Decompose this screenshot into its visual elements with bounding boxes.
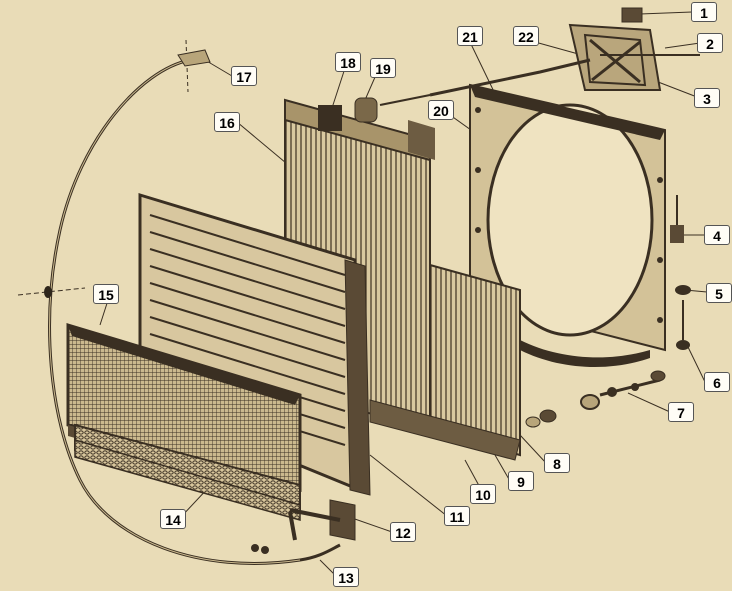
callout-11: 11	[444, 506, 470, 526]
callout-19: 19	[370, 58, 396, 78]
callout-12: 12	[390, 522, 416, 542]
callout-5: 5	[706, 283, 732, 303]
bolts-right	[670, 195, 691, 350]
expansion-tank	[568, 7, 700, 91]
callout-8: 8	[544, 453, 570, 473]
callout-2: 2	[697, 33, 723, 53]
callout-6: 6	[704, 372, 730, 392]
callout-3: 3	[694, 88, 720, 108]
fan-shroud	[469, 83, 666, 368]
callout-14: 14	[160, 509, 186, 529]
callout-20: 20	[428, 100, 454, 120]
callout-4: 4	[704, 225, 730, 245]
callout-7: 7	[668, 402, 694, 422]
callout-9: 9	[508, 471, 534, 491]
callout-10: 10	[470, 484, 496, 504]
callout-16: 16	[214, 112, 240, 132]
callout-17: 17	[231, 66, 257, 86]
fittings	[251, 499, 356, 554]
coil-cooler	[74, 423, 301, 521]
callout-13: 13	[333, 567, 359, 587]
callout-1: 1	[691, 2, 717, 22]
callout-21: 21	[457, 26, 483, 46]
callout-15: 15	[93, 284, 119, 304]
callout-22: 22	[513, 26, 539, 46]
bottom-parts	[525, 370, 666, 428]
callout-18: 18	[335, 52, 361, 72]
